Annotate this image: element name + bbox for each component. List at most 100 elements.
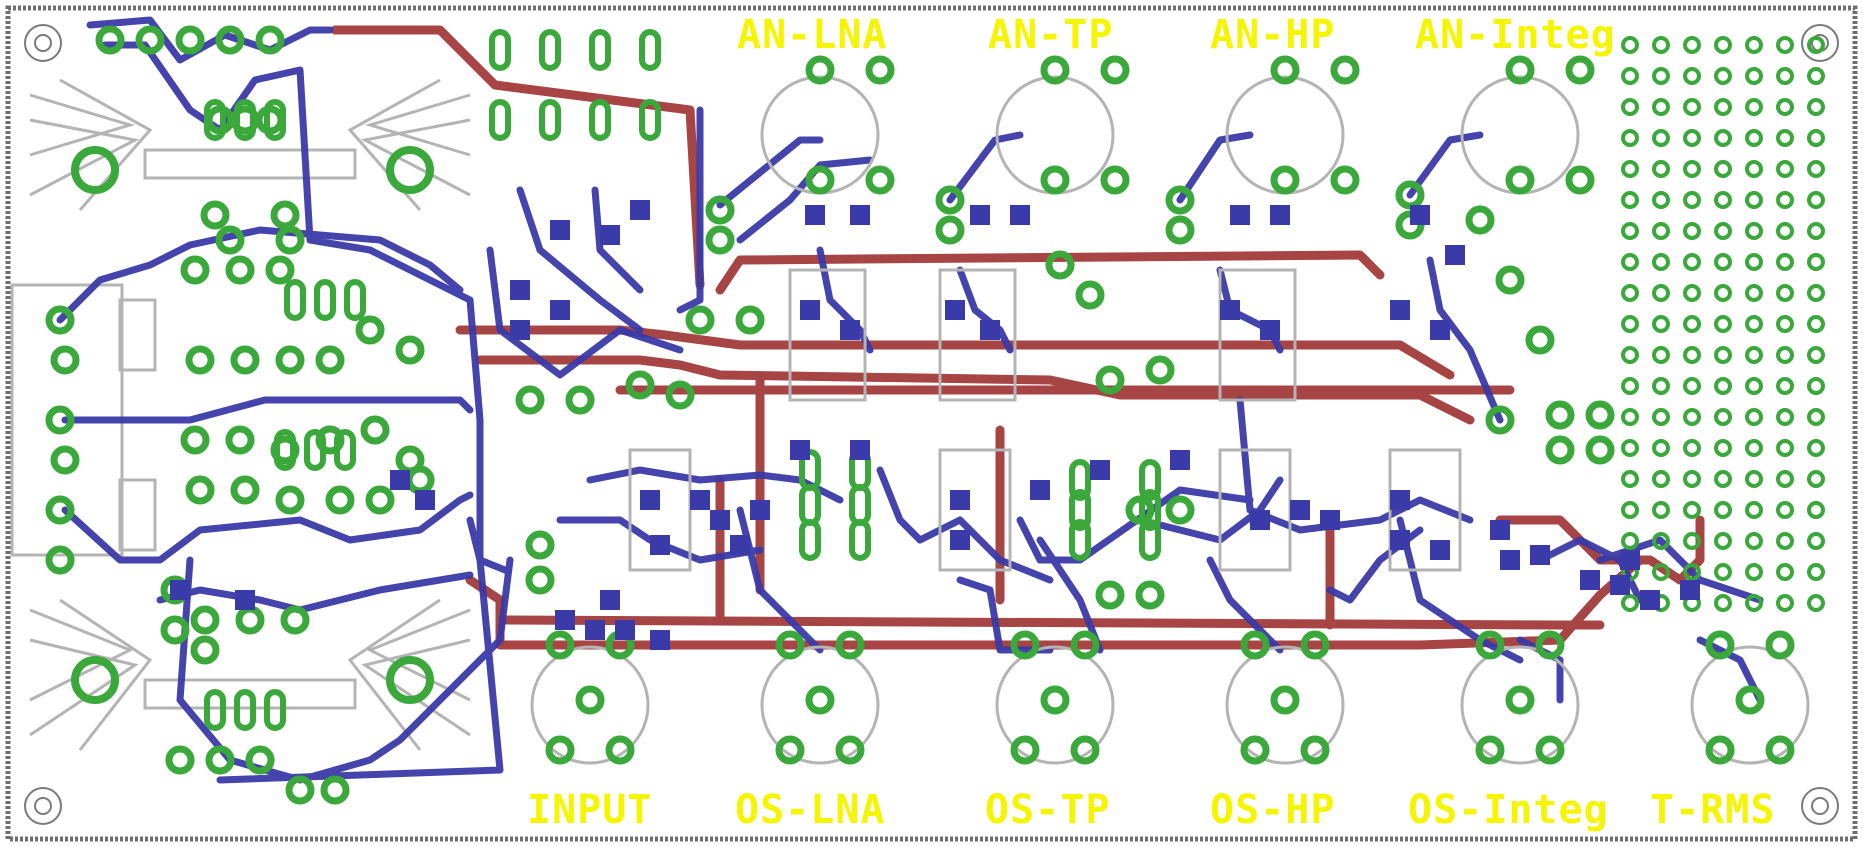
smd-pad — [1260, 320, 1280, 340]
grid-pad — [1621, 315, 1639, 333]
via-pad — [45, 305, 75, 335]
oblong-pad — [304, 429, 326, 471]
via-pad — [1040, 165, 1070, 195]
via-pad — [1585, 400, 1615, 430]
grid-pad — [1776, 501, 1794, 519]
grid-pad — [1776, 563, 1794, 581]
grid-pad — [1683, 222, 1701, 240]
grid-pad — [1652, 67, 1670, 85]
oblong-pad — [334, 429, 356, 471]
via-pad — [1100, 55, 1130, 85]
oblong-pad — [344, 279, 366, 321]
smd-pad — [1640, 590, 1660, 610]
via-pad — [225, 255, 255, 285]
via-pad — [1040, 55, 1070, 85]
via-pad — [805, 55, 835, 85]
oblong-pad — [284, 279, 306, 321]
via-pad — [1070, 735, 1100, 765]
grid-pad — [1683, 563, 1701, 581]
via-pad — [95, 25, 125, 55]
grid-pad — [1807, 284, 1825, 302]
via-pad — [625, 370, 655, 400]
via-pad — [545, 735, 575, 765]
smd-pad — [615, 620, 635, 640]
via-pad — [575, 685, 605, 715]
grid-pad — [1652, 36, 1670, 54]
grid-pad — [1714, 532, 1732, 550]
smd-pad — [1530, 545, 1550, 565]
via-pad — [545, 630, 575, 660]
smd-pad — [235, 590, 255, 610]
grid-pad — [1776, 253, 1794, 271]
grid-pad — [1745, 36, 1763, 54]
grid-pad — [1714, 563, 1732, 581]
via-pad — [935, 185, 965, 215]
grid-pad — [1621, 532, 1639, 550]
via-pad — [1165, 495, 1195, 525]
grid-pad — [1776, 439, 1794, 457]
grid-pad — [1714, 439, 1732, 457]
via-pad — [175, 25, 205, 55]
smd-pad — [1170, 450, 1190, 470]
smd-pad — [1580, 570, 1600, 590]
grid-pad — [1745, 563, 1763, 581]
smd-pad — [805, 205, 825, 225]
via-pad — [1075, 280, 1105, 310]
smd-pad — [1410, 205, 1430, 225]
smd-pad — [600, 225, 620, 245]
grid-pad — [1683, 253, 1701, 271]
via-pad — [235, 605, 265, 635]
via-pad — [1475, 630, 1505, 660]
grid-pad — [1683, 501, 1701, 519]
grid-pad — [1807, 532, 1825, 550]
via-pad — [1240, 630, 1270, 660]
via-pad — [275, 225, 305, 255]
grid-pad — [1683, 284, 1701, 302]
grid-pad — [1621, 129, 1639, 147]
via-pad — [315, 345, 345, 375]
oblong-pad — [639, 99, 661, 141]
grid-pad — [1807, 563, 1825, 581]
grid-pad — [1621, 377, 1639, 395]
smd-pad — [650, 535, 670, 555]
smd-pad — [1390, 300, 1410, 320]
grid-pad — [1776, 408, 1794, 426]
via-pad — [1270, 685, 1300, 715]
via-pad — [45, 545, 75, 575]
via-pad — [935, 215, 965, 245]
via-pad — [190, 635, 220, 665]
oblong-pad — [234, 99, 256, 141]
prototype-pad-grid — [1621, 36, 1825, 612]
grid-pad — [1683, 98, 1701, 116]
grid-pad — [1621, 253, 1639, 271]
smd-pads — [170, 200, 1700, 650]
grid-pad — [1621, 160, 1639, 178]
grid-pad — [1807, 222, 1825, 240]
via-pad — [1240, 735, 1270, 765]
oblong-pad — [489, 29, 511, 71]
oblong-pad — [314, 279, 336, 321]
heatsink-mounts — [71, 146, 434, 704]
via-pad — [1705, 735, 1735, 765]
grid-pad — [1807, 98, 1825, 116]
oblong-pad — [799, 484, 821, 526]
via-pad — [1565, 55, 1595, 85]
via-pad — [1270, 55, 1300, 85]
label-os-lna: OS-LNA — [735, 787, 886, 833]
smd-pad — [1490, 520, 1510, 540]
top-potentiometers — [760, 75, 1580, 195]
via-pad — [160, 615, 190, 645]
label-an-integ: AN-Integ — [1415, 12, 1616, 58]
grid-pad — [1683, 346, 1701, 364]
via-pad — [190, 605, 220, 635]
via-pad — [1145, 355, 1175, 385]
smd-pad — [730, 535, 750, 555]
smd-pad — [600, 590, 620, 610]
smd-pad — [1390, 490, 1410, 510]
grid-pad — [1807, 470, 1825, 488]
grid-pad — [1745, 253, 1763, 271]
grid-pad — [1807, 129, 1825, 147]
smd-pad — [415, 490, 435, 510]
via-pad — [1070, 630, 1100, 660]
smd-pad — [710, 510, 730, 530]
